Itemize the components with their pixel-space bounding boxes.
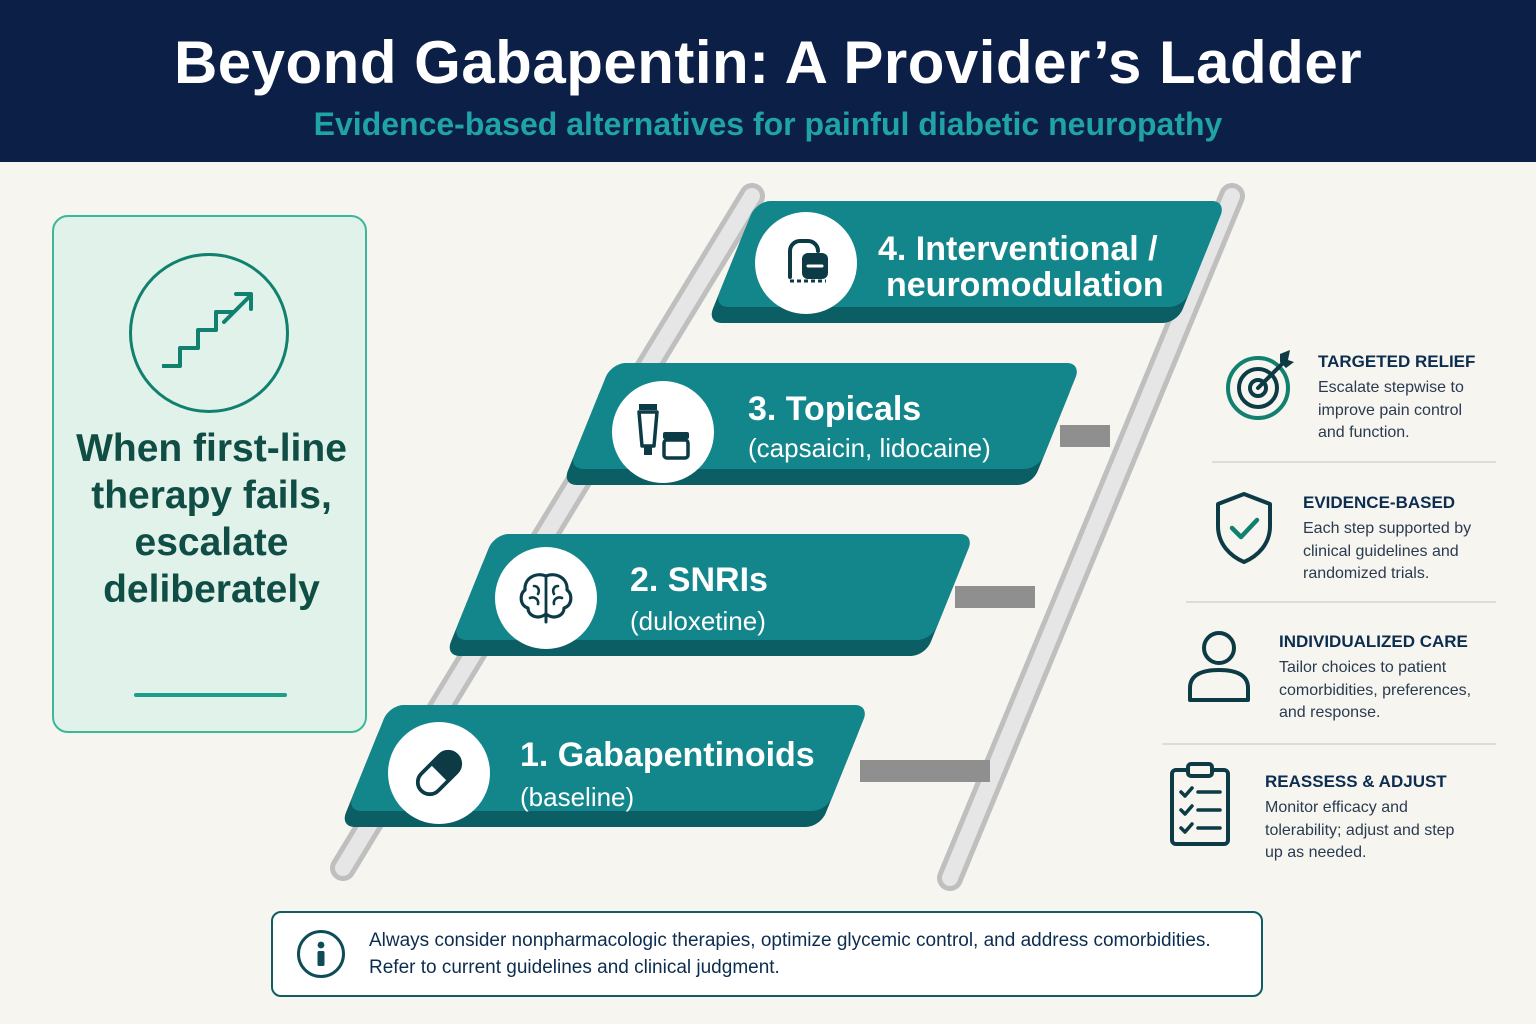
ladder-step-2-subtitle: (duloxetine)	[630, 606, 766, 636]
panel-item-title: INDIVIDUALIZED CARE	[1279, 632, 1468, 651]
panel-divider	[1212, 461, 1496, 463]
tube-and-jar-icon	[612, 381, 714, 483]
note-line-2: Refer to current guidelines and clinical…	[369, 957, 780, 978]
header-banner: Beyond Gabapentin: A Provider’s Ladder E…	[0, 0, 1536, 162]
info-icon	[297, 930, 345, 978]
page-title: Beyond Gabapentin: A Provider’s Ladder	[173, 29, 1363, 96]
ladder-step-3-subtitle: (capsaicin, lidocaine)	[748, 433, 991, 463]
brain-icon	[495, 547, 597, 649]
ladder-step-3-title: 3. Topicals	[748, 390, 922, 428]
rising-stairs-arrow-icon	[129, 253, 289, 413]
panel-item-title: REASSESS & ADJUST	[1265, 772, 1447, 791]
stimulator-device-icon	[755, 212, 857, 314]
ladder-step-1-subtitle: (baseline)	[520, 782, 635, 812]
panel-divider	[1186, 601, 1496, 603]
capsule-icon	[388, 722, 490, 824]
panel-divider	[1162, 743, 1496, 745]
note-line-1: Always consider nonpharmacologic therapi…	[369, 930, 1211, 951]
ladder-step-4-title-line1: 4. Interventional /	[878, 230, 1158, 268]
accent-underline	[134, 693, 287, 697]
ladder-step-4-title-line2: neuromodulation	[886, 266, 1164, 304]
panel-item-desc: Each step supported by clinical guidelin…	[1303, 520, 1472, 582]
panel-item-title: EVIDENCE-BASED	[1303, 493, 1456, 512]
person-icon	[1186, 628, 1252, 709]
panel-item-desc: Escalate stepwise to improve pain contro…	[1318, 379, 1464, 441]
page-subtitle: Evidence-based alternatives for painful …	[313, 106, 1223, 142]
escalation-message: When first-line therapy fails, escalate …	[76, 427, 347, 611]
panel-item-desc: Monitor efficacy and tolerability; adjus…	[1265, 799, 1455, 861]
ladder-rungs	[860, 425, 1110, 782]
target-icon	[1222, 344, 1302, 429]
guidance-note: Always consider nonpharmacologic therapi…	[271, 911, 1263, 997]
ladder-step-1-title: 1. Gabapentinoids	[520, 736, 815, 774]
shield-check-icon	[1212, 490, 1276, 571]
clipboard-checklist-icon	[1168, 760, 1232, 853]
ladder-step-2-title: 2. SNRIs	[630, 561, 768, 599]
panel-item-title: TARGETED RELIEF	[1318, 352, 1476, 371]
panel-item-desc: Tailor choices to patient comorbidities,…	[1279, 659, 1472, 721]
first-line-failure-card: When first-line therapy fails, escalate …	[52, 215, 367, 733]
